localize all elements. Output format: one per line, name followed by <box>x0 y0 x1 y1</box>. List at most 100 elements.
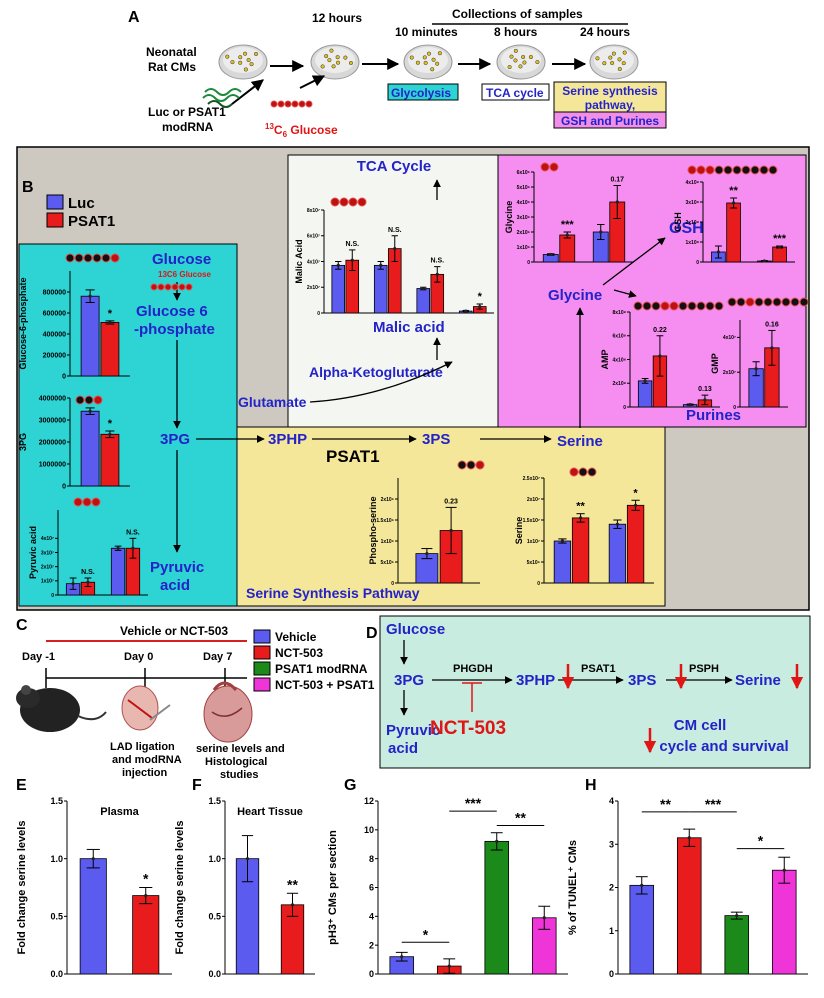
y-tick-label: 8 <box>369 854 374 864</box>
y-tick-label: 8x10⁸ <box>613 310 627 316</box>
data-point <box>245 857 250 861</box>
legend-swatch <box>253 645 271 660</box>
day-7: Day 7 <box>203 651 232 663</box>
y-tick-label: 4x10⁸ <box>686 180 700 186</box>
d-glucose: Glucose <box>386 621 445 638</box>
significance-label: 0.17 <box>610 177 624 184</box>
data-point <box>615 200 619 204</box>
d-phgdh: PHGDH <box>453 663 493 675</box>
panel-b: B Luc PSAT1 Glucose 13C6 Glucose Glucose… <box>16 146 810 611</box>
isotope-dot <box>164 283 172 291</box>
bar <box>676 837 702 975</box>
bar <box>132 895 160 975</box>
box-glycolysis-label: Glycolysis <box>391 86 451 100</box>
isotope-dot <box>475 460 485 470</box>
y-axis-label: Glycine <box>504 201 514 234</box>
isotope-dot <box>705 301 715 311</box>
y-tick-label: 2x10⁷ <box>723 370 736 376</box>
legend-label: NCT-503 + PSAT1 <box>275 678 375 692</box>
y-tick-label: 1x10⁷ <box>527 539 540 545</box>
isotope-dot <box>92 253 102 263</box>
isotope-dot <box>633 301 643 311</box>
isotope-dot <box>65 253 75 263</box>
isotope-dot <box>741 165 751 175</box>
data-point <box>560 539 565 543</box>
isotope-dot <box>651 301 661 311</box>
panel-e-letter: E <box>16 777 27 794</box>
serine-levels-label: serine levels and <box>196 743 285 755</box>
y-tick-label: 2 <box>609 883 614 893</box>
y-tick-label: 0 <box>527 260 530 266</box>
significance-label: 0.23 <box>444 498 458 505</box>
g6p-node: Glucose 6 <box>136 303 208 320</box>
significance-label: * <box>108 308 113 320</box>
treatment-label: Vehicle or NCT-503 <box>120 624 228 638</box>
isotope-dot <box>101 253 111 263</box>
cell-dot <box>331 64 336 69</box>
panel-c-letter: C <box>16 617 28 634</box>
box-glycolysis <box>387 83 459 101</box>
dish-inner <box>223 47 263 73</box>
isotope-dot <box>185 283 193 291</box>
y-tick-label: 4000000 <box>39 395 66 402</box>
collections-label: Collections of samples <box>452 7 583 21</box>
day-0: Day 0 <box>124 651 153 663</box>
data-point <box>615 522 620 526</box>
data-point <box>687 836 691 840</box>
isotope-dot <box>687 165 697 175</box>
d-3php: 3PHP <box>516 672 555 689</box>
isotope-dot <box>74 253 84 263</box>
cell-dot <box>253 51 259 56</box>
bar <box>726 202 741 263</box>
malic-node: Malic acid <box>373 319 445 336</box>
significance-label: * <box>633 487 638 499</box>
y-tick-label: 1.5x10⁶ <box>376 518 394 524</box>
c13-glucose-label: 13C6 Glucose <box>158 270 211 279</box>
d-nct503: NCT-503 <box>430 718 506 739</box>
data-point <box>731 201 736 205</box>
isotope-dot <box>768 165 778 175</box>
isotope-dot <box>723 165 733 175</box>
isotope-dot <box>569 467 579 477</box>
data-point <box>71 582 75 586</box>
y-tick-label: 4x10⁷ <box>41 536 54 542</box>
y-axis-label: Fold change serine levels <box>174 821 186 955</box>
y-tick-label: 0 <box>696 260 699 266</box>
significance-label: * <box>758 833 764 849</box>
cell-dot <box>622 50 627 55</box>
data-point <box>425 552 429 556</box>
y-tick-label: 0.5 <box>208 911 221 921</box>
y-tick-label: 0 <box>317 311 320 317</box>
bar <box>559 234 576 263</box>
glycine-node: Glycine <box>548 287 602 304</box>
modrna-label: Luc or PSAT1 <box>148 105 226 119</box>
significance-label: N.S. <box>81 569 95 576</box>
isotope-dot <box>75 395 85 405</box>
y-tick-label: 4x10⁶ <box>517 200 530 206</box>
cell-dot <box>621 61 626 66</box>
y-tick-label: 1.5 <box>50 796 63 806</box>
d-3pg: 3PG <box>394 672 424 689</box>
isotope-dot <box>750 165 760 175</box>
isotope-dot <box>110 253 120 263</box>
dish-inner <box>594 47 634 73</box>
significance-label: 0.22 <box>653 327 667 334</box>
bar <box>772 246 787 263</box>
psat1-enzyme-label: PSAT1 <box>326 447 380 466</box>
y-tick-label: 0.5 <box>50 911 63 921</box>
y-tick-label: 2x10⁷ <box>307 285 320 291</box>
d-decrease-arrows <box>561 664 804 754</box>
data-point <box>464 309 468 313</box>
data-point <box>633 503 638 507</box>
panel-h-letter: H <box>585 777 597 794</box>
y-tick-label: 2x10⁸ <box>613 381 627 387</box>
data-point <box>735 914 739 918</box>
panel-d-background <box>379 615 811 769</box>
y-tick-label: 6 <box>369 883 374 893</box>
isotope-dot <box>642 301 652 311</box>
isotope-dot <box>678 301 688 311</box>
isotope-dot <box>466 460 476 470</box>
y-tick-label: 0 <box>609 969 614 979</box>
